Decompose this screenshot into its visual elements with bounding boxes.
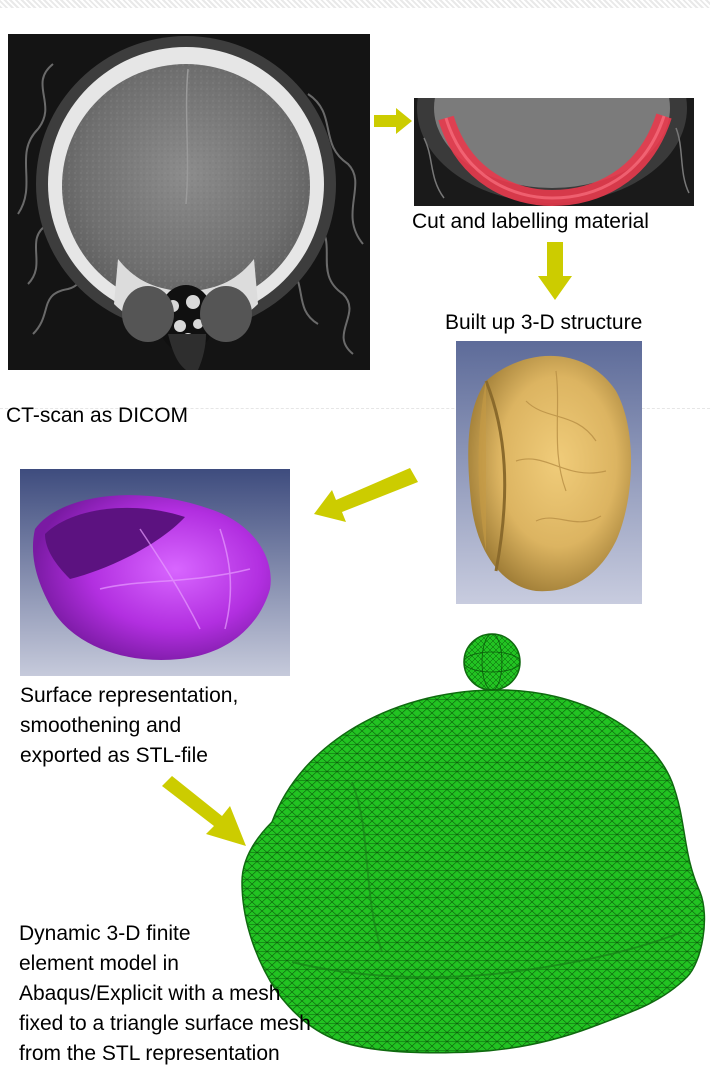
fem-mesh-image [232, 632, 710, 1066]
ct-scan-label: CT-scan as DICOM [6, 403, 188, 429]
fem-label-line-4: fixed to a triangle surface mesh [19, 1011, 311, 1037]
fem-label-line-2: element model in [19, 951, 179, 977]
surface-label-line-2: smoothening and [20, 713, 181, 739]
arrow-down-right-icon [162, 776, 246, 846]
surface-label-line-1: Surface representation, [20, 683, 238, 709]
fem-label-line-5: from the STL representation [19, 1041, 280, 1067]
arrow-right-icon [374, 108, 414, 134]
arrow-down-icon [538, 242, 572, 300]
arrow-down-left-icon [314, 468, 418, 524]
surface-label-line-3: exported as STL-file [20, 743, 208, 769]
fem-label-line-3: Abaqus/Explicit with a mesh [19, 981, 280, 1007]
ct-scan-image [8, 34, 370, 370]
built-up-label: Built up 3-D structure [445, 310, 642, 336]
skull-3d-image [456, 341, 642, 604]
fem-label-line-1: Dynamic 3-D finite [19, 921, 191, 947]
segmentation-image [414, 98, 694, 206]
cut-label: Cut and labelling material [412, 209, 649, 235]
top-decorative-strip [0, 0, 710, 8]
